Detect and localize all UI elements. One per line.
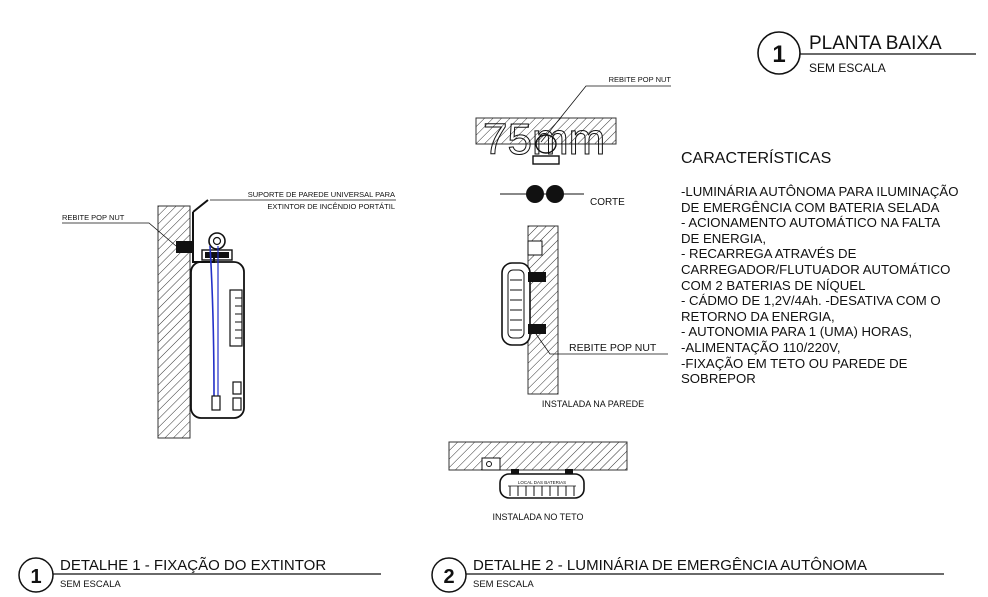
rivet-block [176, 241, 193, 253]
rivet-label: REBITE POP NUT [62, 213, 125, 222]
header-number: 1 [772, 41, 785, 68]
extinguisher-ring [208, 232, 226, 250]
characteristics-line: DE EMERGÊNCIA COM BATERIA SELADA [681, 199, 940, 215]
rivet-top-label: REBITE POP NUT [609, 75, 672, 84]
caption-detail-2: 2 DETALHE 2 - LUMINÁRIA DE EMERGÊNCIA AU… [431, 557, 944, 593]
extinguisher-valve [201, 249, 233, 261]
extinguisher-hose [209, 245, 215, 397]
characteristics-line: DE ENERGIA, [681, 230, 767, 246]
ceiling-caption: INSTALADA NO TETO [492, 512, 583, 522]
characteristics-line: - AUTONOMIA PARA 1 (UMA) HORAS, [681, 324, 913, 340]
characteristics-line: -ALIMENTAÇÃO 110/220V, [681, 339, 841, 355]
characteristics-line: - CÁDMO DE 1,2V/4Ah. -DESATIVA COM O [681, 293, 941, 309]
section-rivet-right [546, 185, 564, 203]
rivet-leader-line [62, 222, 177, 247]
detail-1-extinguisher: SUPORTE DE PAREDE UNIVERSAL PARA EXTINTO… [62, 190, 396, 439]
characteristics-line: -LUMINÁRIA AUTÔNOMA PARA ILUMINAÇÃO [681, 184, 959, 199]
characteristics-list: -LUMINÁRIA AUTÔNOMA PARA ILUMINAÇÃO DE E… [681, 184, 988, 387]
rivet-top-leader [540, 85, 671, 143]
rivet-wall-label: REBITE POP NUT [569, 342, 657, 354]
caption-1-number: 1 [30, 566, 41, 588]
section-label: CORTE [590, 197, 625, 208]
wall-luminaire-body [501, 262, 531, 346]
characteristics-line: COM 2 BATERIAS DE NÍQUEL [681, 277, 866, 293]
bracket-label-line2: EXTINTOR DE INCÊNDIO PORTÁTIL [267, 202, 395, 211]
characteristics-line: - ACIONAMENTO AUTOMÁTICO NA FALTA [681, 215, 941, 231]
characteristics-line: - RECARREGA ATRAVÉS DE [681, 246, 857, 262]
detail-2-luminaire: 75mm REBITE POP NUT CORTE REBITE POP NUT… [448, 75, 672, 522]
caption-2-scale: SEM ESCALA [473, 579, 534, 590]
header-title: PLANTA BAIXA [809, 33, 942, 54]
wall-rivet-upper [528, 272, 546, 282]
characteristics-line: SOBREPOR [681, 371, 756, 387]
characteristics-title: CARACTERÍSTICAS [681, 150, 832, 167]
extinguisher-label-plate [229, 289, 243, 347]
characteristics-line: -FIXAÇÃO EM TETO OU PAREDE DE [681, 355, 908, 371]
battery-label: LOCAL DAS BATERIAS [518, 480, 566, 485]
caption-2-number: 2 [443, 566, 454, 588]
hose-nozzle [211, 395, 221, 411]
ceiling-section [448, 441, 628, 471]
header-number-circle [757, 31, 801, 75]
characteristics-line: CARREGADOR/FLUTUADOR AUTOMÁTICO [681, 261, 951, 277]
wall-section [157, 205, 191, 439]
characteristics-line: RETORNO DA ENERGIA, [681, 308, 835, 324]
bracket-label-line1: SUPORTE DE PAREDE UNIVERSAL PARA [248, 190, 395, 199]
wall-caption: INSTALADA NA PAREDE [542, 399, 644, 409]
header-scale: SEM ESCALA [809, 61, 886, 75]
section-rivet-left [526, 185, 544, 203]
rivet-top-detail [532, 155, 560, 165]
caption-1-scale: SEM ESCALA [60, 579, 121, 590]
caption-1-title: DETALHE 1 - FIXAÇÃO DO EXTINTOR [60, 557, 326, 574]
wall-rivet-lower [528, 324, 546, 334]
caption-2-title: DETALHE 2 - LUMINÁRIA DE EMERGÊNCIA AUTÔ… [473, 557, 867, 574]
caption-detail-1: 1 DETALHE 1 - FIXAÇÃO DO EXTINTOR SEM ES… [18, 557, 381, 593]
top-ceiling-section [475, 117, 617, 145]
rivet-wall-leader [535, 333, 668, 355]
planta-baixa-header: 1 PLANTA BAIXA SEM ESCALA [757, 31, 976, 75]
